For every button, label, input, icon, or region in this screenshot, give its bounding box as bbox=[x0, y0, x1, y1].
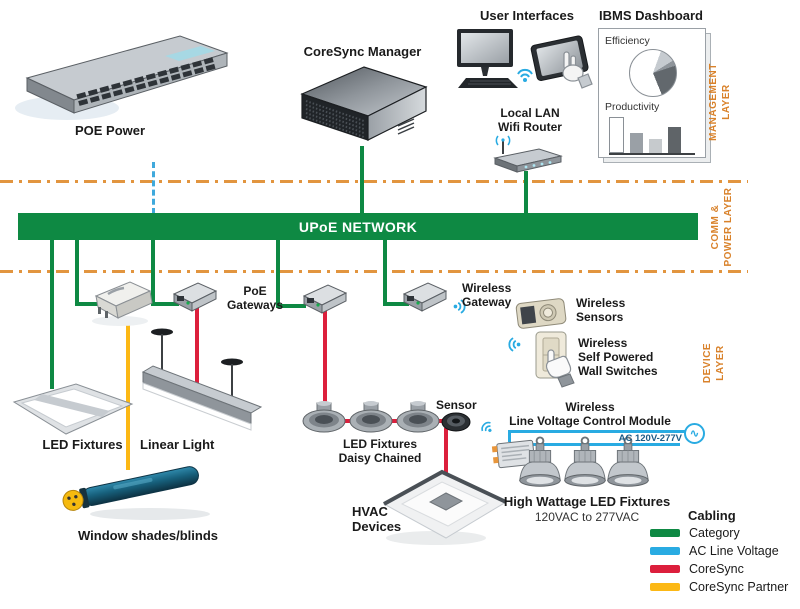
user-interfaces-label: User Interfaces bbox=[480, 8, 574, 23]
wall-switches-label: Wireless Self Powered Wall Switches bbox=[578, 336, 658, 379]
wireless-gateway-label: Wireless Gateway bbox=[462, 281, 512, 310]
cable-poe-switch-dashed bbox=[152, 162, 155, 214]
high-bay-fixture-3-device bbox=[607, 436, 649, 487]
cable-to-led-fixtures bbox=[50, 239, 54, 389]
ac-range-label: AC 120V-277V bbox=[618, 433, 682, 444]
management-comm-divider-line bbox=[0, 180, 748, 183]
legend-item-coresync-partner: CoreSync Partner bbox=[650, 580, 800, 594]
efficiency-label: Efficiency bbox=[605, 35, 650, 47]
productivity-label: Productivity bbox=[605, 101, 660, 113]
linear-light-device bbox=[141, 328, 263, 431]
line-voltage-module-label: Wireless Line Voltage Control Module bbox=[509, 400, 671, 429]
poe-gateways-label: PoE Gateways bbox=[226, 284, 284, 313]
tablet-touch-icon bbox=[530, 35, 593, 89]
cable-to-partner-gateway bbox=[75, 239, 79, 306]
line-voltage-control-module-device bbox=[491, 439, 536, 469]
ac-line-voltage-swatch bbox=[650, 547, 680, 555]
hvac-devices-label: HVAC Devices bbox=[352, 504, 402, 535]
partner-gateway-device bbox=[92, 281, 153, 326]
cable-to-poe-gateway-1-elbow bbox=[151, 302, 179, 306]
ibms-dashboard-label: IBMS Dashboard bbox=[598, 8, 703, 23]
high-wattage-sub-label: 120VAC to 277VAC bbox=[534, 510, 640, 524]
led-fixture-troffer-device bbox=[12, 383, 134, 435]
wifi-icon bbox=[453, 299, 466, 314]
efficiency-pie-chart bbox=[629, 49, 677, 97]
hvac-cassette-device bbox=[382, 469, 508, 545]
cable-to-poe-gateway-2 bbox=[276, 239, 280, 308]
coresync-cable-to-linear-light bbox=[195, 306, 199, 390]
coresync-cable-to-hvac bbox=[444, 428, 448, 478]
shade-tube-motor-device bbox=[62, 466, 210, 520]
led-downlight-1-device bbox=[302, 401, 346, 433]
coresync-manager-label: CoreSync Manager bbox=[303, 44, 422, 59]
wall-switch-device bbox=[535, 331, 575, 388]
legend-title: Cabling bbox=[688, 508, 736, 523]
high-wattage-label: High Wattage LED Fixtures bbox=[503, 494, 671, 509]
sensor-label: Sensor bbox=[436, 398, 477, 412]
high-bay-fixture-2-device bbox=[564, 436, 606, 487]
led-downlight-2-device bbox=[349, 401, 393, 433]
ibms-dashboard-panel: Efficiency Productivity bbox=[598, 28, 706, 158]
local-lan-wifi-router-label: Local LAN Wifi Router bbox=[498, 106, 562, 135]
upoe-network-bus: UPoE NETWORK bbox=[18, 213, 698, 240]
coresync-swatch bbox=[650, 565, 680, 573]
led-fixtures-label: LED Fixtures bbox=[42, 437, 123, 452]
upoe-network-label: UPoE NETWORK bbox=[298, 218, 418, 235]
comm-power-layer-label: COMM & POWER LAYER bbox=[710, 187, 734, 267]
linear-light-label: Linear Light bbox=[140, 437, 215, 452]
cable-to-poe-gateway-2-elbow bbox=[276, 304, 306, 308]
coresync-cable-to-daisy-chain bbox=[323, 308, 327, 410]
wireless-sensor-device bbox=[515, 298, 567, 329]
desktop-monitor-icon bbox=[457, 29, 518, 88]
ac-line-top bbox=[508, 430, 686, 433]
cabling-legend: Cabling Category AC Line Voltage CoreSyn… bbox=[650, 508, 800, 598]
sensor-device bbox=[441, 412, 471, 432]
legend-item-category: Category bbox=[650, 526, 800, 540]
partner-cable-to-shades bbox=[126, 318, 130, 470]
wifi-icon bbox=[481, 421, 492, 433]
poe-gateway-1-device bbox=[172, 282, 218, 312]
coresync-manager-device bbox=[300, 66, 428, 141]
led-downlight-3-device bbox=[396, 401, 440, 433]
productivity-bar-chart bbox=[609, 117, 695, 155]
wireless-sensors-label: Wireless Sensors bbox=[576, 296, 626, 325]
bar-3 bbox=[649, 139, 662, 153]
device-layer-label: DEVICE LAYER bbox=[702, 342, 726, 384]
legend-item-ac-line-voltage: AC Line Voltage bbox=[650, 544, 800, 558]
daisy-chained-label: LED Fixtures Daisy Chained bbox=[338, 437, 422, 466]
cable-to-wireless-gateway-elbow bbox=[383, 302, 409, 306]
cable-to-partner-gateway-elbow bbox=[75, 302, 101, 306]
ac-source-icon: ∿ bbox=[684, 423, 705, 444]
bar-1 bbox=[609, 117, 624, 153]
high-bay-fixture-1-device bbox=[519, 436, 561, 487]
wireless-gateway-device bbox=[402, 282, 448, 312]
poe-power-label: POE Power bbox=[74, 123, 146, 138]
comm-device-divider-line bbox=[0, 270, 748, 273]
poe-switch-device bbox=[15, 35, 229, 120]
cable-router-to-network bbox=[524, 171, 528, 215]
legend-item-coresync: CoreSync bbox=[650, 562, 800, 576]
window-shades-label: Window shades/blinds bbox=[77, 528, 218, 543]
coresync-partner-swatch bbox=[650, 583, 680, 591]
bar-2 bbox=[630, 133, 643, 153]
bar-4 bbox=[668, 127, 681, 153]
wifi-icon bbox=[517, 68, 533, 82]
poe-gateway-2-device bbox=[302, 284, 348, 314]
ac-line-bottom bbox=[526, 443, 680, 446]
wifi-icon bbox=[508, 337, 521, 352]
category-swatch bbox=[650, 529, 680, 537]
management-layer-label: MANAGEMENT LAYER bbox=[708, 63, 732, 141]
cable-to-poe-gateway-1 bbox=[151, 239, 155, 306]
cable-manager-to-network bbox=[360, 146, 364, 215]
cable-to-wireless-gateway bbox=[383, 239, 387, 306]
ac-line-module-stub bbox=[508, 430, 511, 442]
wifi-router-device bbox=[493, 135, 563, 173]
